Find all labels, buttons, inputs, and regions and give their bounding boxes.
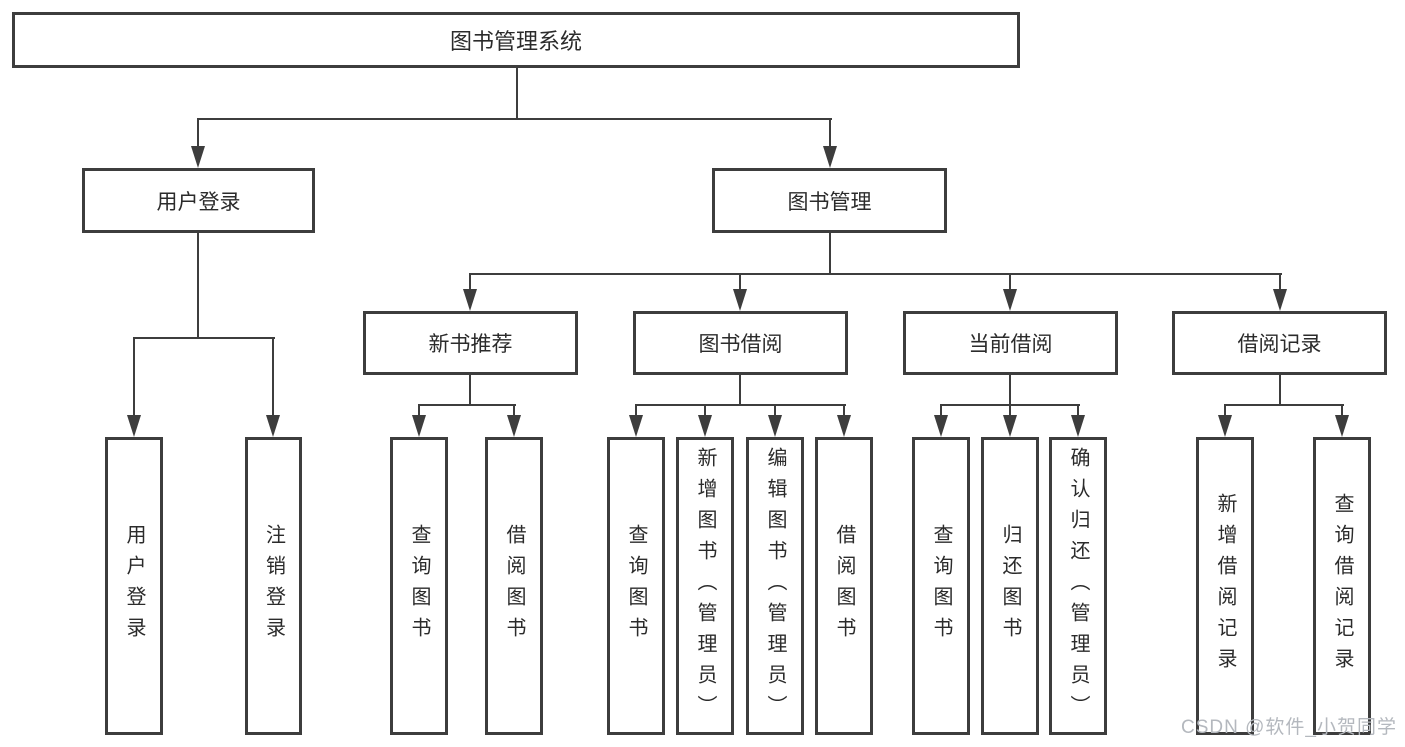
arrow-down-icon-15 (1003, 415, 1017, 437)
arrow-down-icon-12 (768, 415, 782, 437)
connector-v-32 (1341, 404, 1343, 418)
node-label: 借阅图书 (833, 524, 855, 648)
node-label: 新书推荐 (428, 333, 513, 356)
node-leaf-confirm-return: 确认归还（管理员） (1049, 437, 1107, 735)
arrow-down-icon-7 (266, 415, 280, 437)
connector-v-2 (197, 118, 199, 149)
arrow-down-icon-5 (1273, 289, 1287, 311)
node-label: 用户登录 (156, 190, 241, 214)
node-label: 当前借阅 (968, 333, 1053, 356)
node-borrow-records: 借阅记录 (1172, 311, 1387, 375)
node-label: 新增图书（管理员） (694, 446, 716, 726)
node-leaf-query-book-1: 查询图书 (390, 437, 448, 735)
node-leaf-borrow-book-2: 借阅图书 (815, 437, 873, 735)
node-label: 查询图书 (408, 524, 430, 648)
connector-v-8 (829, 233, 831, 275)
node-leaf-query-book-3: 查询图书 (912, 437, 970, 735)
connector-v-29 (1279, 375, 1281, 406)
connector-v-31 (1224, 404, 1226, 418)
arrow-down-icon-9 (507, 415, 521, 437)
node-label: 新增借阅记录 (1214, 493, 1236, 679)
node-current-borrow: 当前借阅 (903, 311, 1118, 375)
connector-h-15 (418, 404, 516, 406)
connector-v-23 (843, 404, 845, 418)
arrow-down-icon-11 (698, 415, 712, 437)
node-leaf-user-login: 用户登录 (105, 437, 163, 735)
node-leaf-logout: 注销登录 (245, 437, 302, 735)
node-label: 借阅记录 (1237, 333, 1322, 356)
arrow-down-icon-13 (837, 415, 851, 437)
connector-v-10 (469, 273, 471, 292)
node-leaf-edit-book: 编辑图书（管理员） (746, 437, 804, 735)
node-leaf-query-record: 查询借阅记录 (1313, 437, 1371, 735)
connector-v-21 (704, 404, 706, 418)
connector-v-4 (197, 233, 199, 339)
node-label: 归还图书 (999, 524, 1021, 648)
connector-v-28 (1077, 404, 1079, 418)
node-book-borrow: 图书借阅 (633, 311, 848, 375)
connector-h-1 (197, 118, 832, 120)
node-leaf-add-record: 新增借阅记录 (1196, 437, 1254, 735)
csdn-watermark: CSDN @软件_小贺同学 (1181, 717, 1397, 738)
node-leaf-add-book: 新增图书（管理员） (676, 437, 734, 735)
connector-v-20 (635, 404, 637, 418)
arrow-down-icon-17 (1218, 415, 1232, 437)
connector-v-7 (272, 337, 274, 418)
arrow-down-icon-18 (1335, 415, 1349, 437)
connector-v-0 (516, 68, 518, 120)
node-label: 编辑图书（管理员） (764, 446, 786, 726)
connector-v-22 (774, 404, 776, 418)
arrow-down-icon-16 (1071, 415, 1085, 437)
node-label: 查询借阅记录 (1331, 493, 1353, 679)
node-user-login: 用户登录 (82, 168, 315, 233)
connector-v-13 (1279, 273, 1281, 292)
node-leaf-query-book-2: 查询图书 (607, 437, 665, 735)
node-label: 查询图书 (625, 524, 647, 648)
node-label: 注销登录 (262, 524, 285, 648)
node-leaf-return-book: 归还图书 (981, 437, 1039, 735)
connector-v-16 (418, 404, 420, 418)
connector-v-18 (739, 375, 741, 406)
arrow-down-icon-6 (127, 415, 141, 437)
connector-v-27 (1009, 404, 1011, 418)
connector-v-11 (739, 273, 741, 292)
arrow-down-icon-3 (733, 289, 747, 311)
node-label: 图书借阅 (698, 333, 783, 356)
connector-v-6 (133, 337, 135, 418)
node-book-mgmt: 图书管理 (712, 168, 947, 233)
arrow-down-icon-0 (191, 146, 205, 168)
node-label: 用户登录 (123, 524, 145, 648)
connector-h-9 (469, 273, 1282, 275)
arrow-down-icon-1 (823, 146, 837, 168)
arrow-down-icon-2 (463, 289, 477, 311)
connector-v-14 (469, 375, 471, 406)
connector-h-30 (1224, 404, 1344, 406)
node-label: 确认归还（管理员） (1067, 446, 1089, 726)
connector-v-3 (829, 118, 831, 149)
arrow-down-icon-10 (629, 415, 643, 437)
arrow-down-icon-8 (412, 415, 426, 437)
node-label: 查询图书 (930, 524, 952, 648)
node-label: 图书管理 (787, 190, 872, 214)
arrow-down-icon-14 (934, 415, 948, 437)
node-label: 借阅图书 (503, 524, 525, 648)
arrow-down-icon-4 (1003, 289, 1017, 311)
connector-v-24 (1009, 375, 1011, 406)
connector-v-26 (940, 404, 942, 418)
node-label: 图书管理系统 (449, 29, 582, 54)
node-leaf-borrow-book-1: 借阅图书 (485, 437, 543, 735)
connector-v-12 (1009, 273, 1011, 292)
connector-h-5 (133, 337, 275, 339)
node-root: 图书管理系统 (12, 12, 1020, 68)
connector-v-17 (513, 404, 515, 418)
node-new-book-rec: 新书推荐 (363, 311, 578, 375)
connector-h-19 (635, 404, 846, 406)
